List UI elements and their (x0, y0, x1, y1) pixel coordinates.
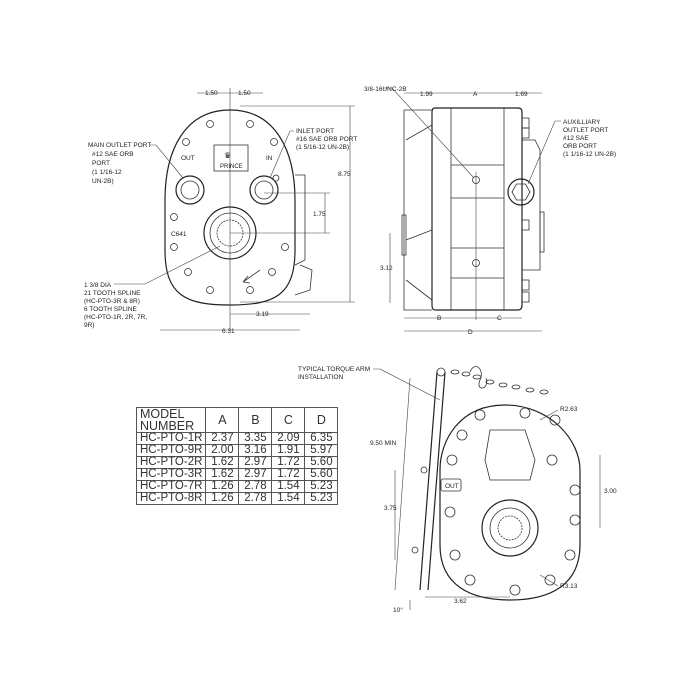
bolt-holes (170, 120, 289, 294)
inlet-port (249, 175, 279, 205)
header-a: A (205, 407, 240, 433)
svg-text:INSTALLATION: INSTALLATION (298, 374, 344, 381)
aux-port (507, 178, 535, 206)
svg-text:9.50 MIN: 9.50 MIN (370, 440, 397, 447)
front-view: PRINCE ♛ OUT IN C641 1.50 1.50 8.75 1.75… (84, 88, 357, 335)
svg-text:3.19: 3.19 (256, 311, 269, 318)
svg-text:1.50: 1.50 (205, 90, 218, 97)
header-c: C (271, 407, 306, 433)
svg-text:PORT: PORT (92, 160, 110, 167)
svg-text:UN-2B): UN-2B) (92, 178, 114, 185)
inlet-callout: INLET PORT#16 SAE ORB PORT(1 5/16-12 UN-… (269, 128, 357, 179)
svg-text:OUT: OUT (445, 483, 459, 490)
side-view: 1.99 A 1.69 3/8-16UNC-2B 3.12 B C D AUXIL… (364, 86, 616, 336)
svg-text:1.75: 1.75 (313, 211, 326, 218)
hex-bolts (444, 407, 581, 596)
casting-code: C641 (171, 231, 187, 238)
svg-text:21 TOOTH SPLINE: 21 TOOTH SPLINE (84, 290, 141, 297)
svg-text:#12 SAE: #12 SAE (563, 135, 589, 142)
svg-text:9R): 9R) (84, 322, 94, 329)
svg-text:ORB PORT: ORB PORT (563, 143, 597, 150)
svg-text:INLET PORT: INLET PORT (296, 128, 334, 135)
torque-arm (419, 371, 446, 591)
out-label: OUT (181, 155, 195, 162)
svg-text:C: C (497, 315, 502, 322)
svg-text:6.31: 6.31 (222, 328, 235, 335)
main-outlet-callout: MAIN OUTLET PORT #12 SAE ORB PORT (1 1/16-… (88, 142, 184, 185)
svg-text:AUXILLIARY: AUXILLIARY (563, 119, 601, 126)
svg-text:3.75: 3.75 (384, 505, 397, 512)
side-bolts (521, 117, 530, 303)
svg-text:3.12: 3.12 (380, 265, 393, 272)
svg-text:6 TOOTH SPLINE: 6 TOOTH SPLINE (84, 306, 138, 313)
svg-text:#12 SAE ORB: #12 SAE ORB (92, 151, 134, 158)
in-label: IN (266, 155, 273, 162)
svg-text:3.00: 3.00 (604, 488, 617, 495)
svg-text:1.99: 1.99 (420, 91, 433, 98)
svg-text:B: B (437, 315, 441, 322)
svg-text:8.75: 8.75 (338, 171, 351, 178)
svg-text:(HC-PTO-3R & 8R): (HC-PTO-3R & 8R) (84, 298, 140, 305)
svg-text:PRINCE: PRINCE (220, 164, 243, 170)
chain (450, 366, 549, 395)
svg-text:D: D (468, 329, 473, 336)
svg-text:♛: ♛ (224, 151, 231, 160)
svg-text:(1 1/16-12: (1 1/16-12 (92, 169, 122, 176)
shaft-boss (481, 499, 539, 557)
svg-text:1.69: 1.69 (515, 91, 528, 98)
rotation-arrow-icon (242, 269, 261, 284)
svg-text:OUTLET PORT: OUTLET PORT (563, 127, 608, 134)
svg-text:10°: 10° (393, 606, 403, 614)
thread-callout: 3/8-16UNC-2B (364, 86, 407, 93)
svg-text:3.62: 3.62 (454, 598, 467, 605)
svg-text:MAIN OUTLET PORT: MAIN OUTLET PORT (88, 142, 151, 149)
svg-text:(1 1/16-12 UN-2B): (1 1/16-12 UN-2B) (563, 151, 616, 158)
svg-text:R2.63: R2.63 (560, 406, 578, 413)
prince-logo (213, 144, 249, 172)
svg-text:1.50: 1.50 (238, 90, 251, 97)
svg-text:R3.13: R3.13 (560, 583, 578, 590)
outlet-port (175, 175, 205, 205)
svg-text:(HC-PTO-1R, 2R, 7R,: (HC-PTO-1R, 2R, 7R, (84, 314, 147, 321)
svg-text:#16 SAE ORB PORT: #16 SAE ORB PORT (296, 136, 357, 143)
svg-text:TYPICAL TORQUE ARM: TYPICAL TORQUE ARM (298, 366, 370, 373)
header-d: D (304, 407, 339, 433)
header-b: B (238, 407, 273, 433)
svg-text:(1 5/16-12 UN-2B): (1 5/16-12 UN-2B) (296, 144, 349, 151)
svg-text:1 3/8 DIA: 1 3/8 DIA (84, 282, 112, 289)
svg-text:A: A (473, 91, 478, 98)
